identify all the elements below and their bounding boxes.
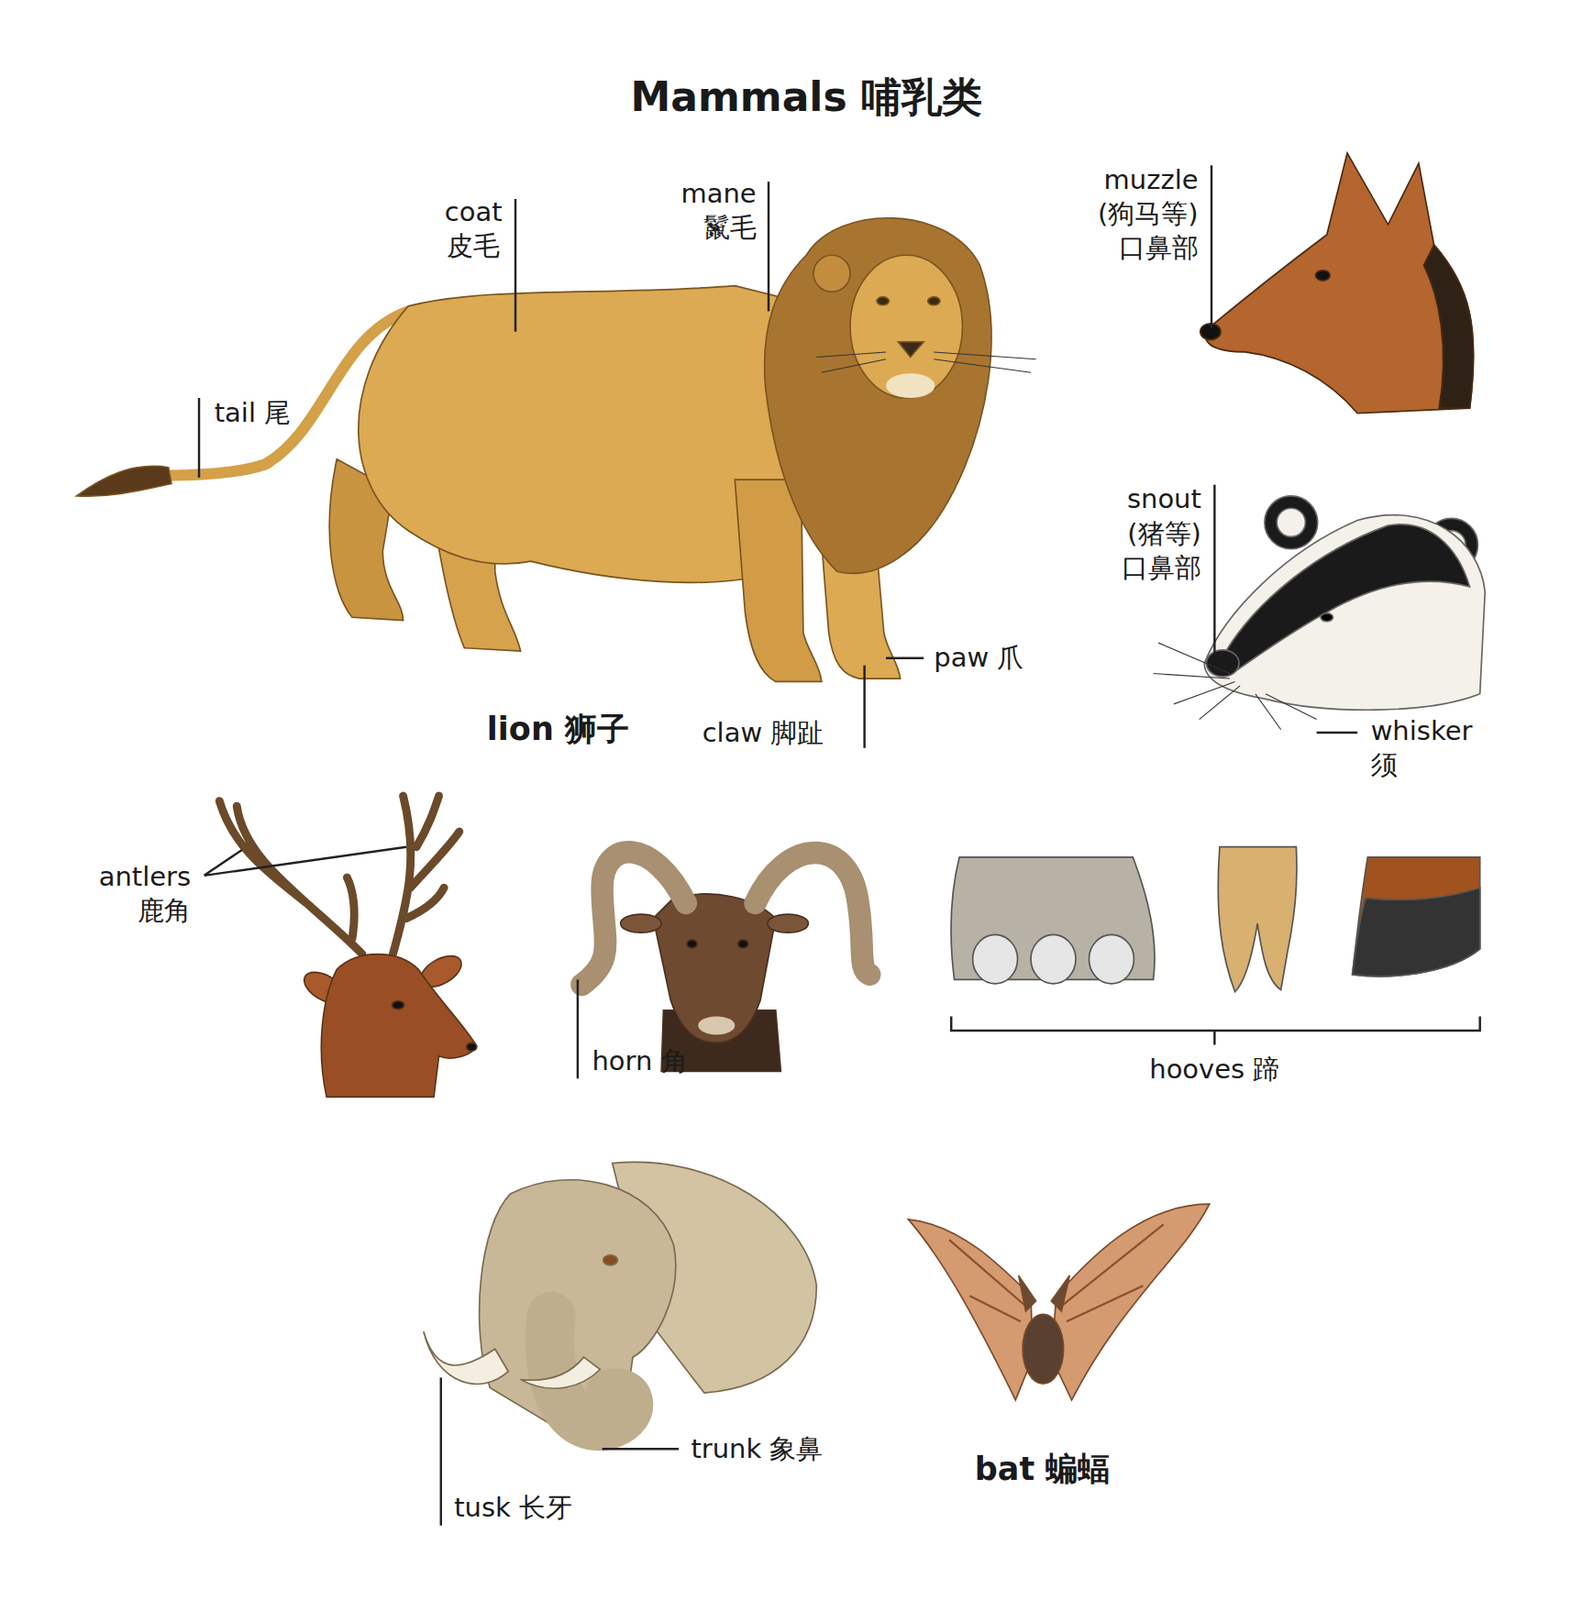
animal-name: bat 蝙蝠 — [974, 1449, 1111, 1491]
leader-line — [602, 1448, 679, 1450]
leader-line — [204, 847, 407, 876]
leader-line — [862, 665, 865, 749]
part-label: tail 尾 — [214, 396, 291, 431]
leader-line — [198, 398, 200, 478]
bracket — [951, 1016, 1480, 1045]
part-label: coat 皮毛 — [444, 195, 503, 264]
part-label: hooves 蹄 — [1149, 1052, 1280, 1087]
leader-line — [440, 1377, 443, 1526]
bat-drawing — [907, 1204, 1209, 1401]
elephant-head-drawing — [423, 1161, 817, 1443]
part-label: trunk 象鼻 — [690, 1432, 823, 1467]
part-label: muzzle (狗马等) 口鼻部 — [1097, 163, 1199, 266]
part-label: mane 鬣毛 — [680, 177, 756, 245]
badger-head-drawing — [1153, 496, 1486, 731]
part-label: antlers 鹿角 — [99, 860, 191, 929]
dog-head-drawing — [1200, 153, 1474, 414]
part-label: tusk 长牙 — [453, 1491, 573, 1526]
part-label: claw 脚趾 — [702, 716, 825, 751]
leader-line — [576, 979, 579, 1079]
leader-line — [1213, 485, 1216, 654]
leader-line — [1316, 731, 1359, 734]
leader-line — [514, 199, 517, 332]
title: Mammals 哺乳类 — [630, 70, 982, 125]
deer-head-drawing — [219, 796, 476, 1097]
part-label: snout (猪等) 口鼻部 — [1121, 482, 1202, 585]
part-label: whisker 须 — [1371, 714, 1473, 783]
part-label: horn 角 — [591, 1044, 687, 1079]
leader-lines — [199, 165, 1481, 1526]
leader-line — [1210, 165, 1213, 329]
lion-drawing — [76, 218, 1036, 683]
leader-line — [767, 181, 770, 311]
part-label: paw 爪 — [933, 641, 1024, 675]
ram-head-drawing — [581, 851, 870, 1072]
hooves-drawing — [951, 847, 1481, 993]
animal-name: lion 狮子 — [486, 708, 630, 751]
leader-line — [885, 657, 924, 660]
